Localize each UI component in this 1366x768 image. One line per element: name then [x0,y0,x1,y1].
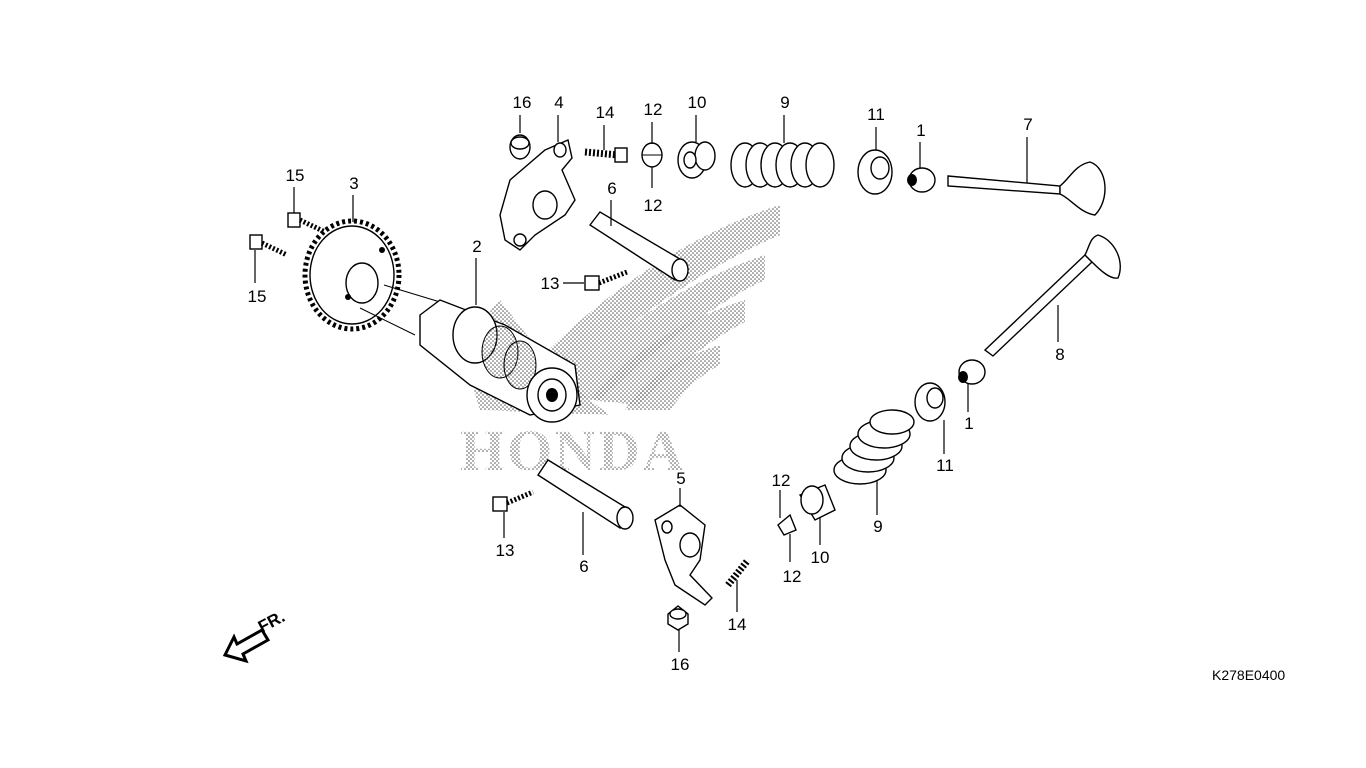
callout-12-b: 12 [644,196,663,215]
callout-10-lower: 10 [811,548,830,567]
rocker-arm-intake [499,139,576,251]
callout-14-upper: 14 [596,103,615,122]
rocker-shaft-6-lower [537,459,634,530]
leader-lines [254,115,1059,652]
spring-retainer-11-upper [857,149,893,195]
rocker-arm-exhaust [654,504,713,606]
callout-6-lower: 6 [579,557,588,576]
diagram-code: K278E0400 [1212,667,1285,683]
callout-3: 3 [349,174,358,193]
callout-10-upper: 10 [688,93,707,112]
callout-16-lower: 16 [671,655,690,674]
callout-4: 4 [554,93,563,112]
rocker-shaft-6-upper [588,211,689,282]
bolt-15-lower [249,234,289,258]
callout-13-upper: 13 [541,274,560,293]
callout-6-upper: 6 [607,179,616,198]
honda-watermark-text: HONDA [460,418,686,483]
callout-16-upper: 16 [513,93,532,112]
spring-retainer-11-lower [914,382,946,422]
adjusting-screw-14-upper [584,147,628,163]
callout-5: 5 [676,469,685,488]
callout-12-c: 12 [772,471,791,490]
callout-1-upper: 1 [916,121,925,140]
valve-spring-9-lower [833,409,915,485]
adjusting-screw-14-lower [725,557,751,588]
tappet-cap-1-upper [907,167,936,193]
valve-cotter-12-lower [777,513,797,536]
callout-15-upper: 15 [286,166,305,185]
callout-1-lower: 1 [964,414,973,433]
nut-16-upper [509,134,531,160]
valve-spring-9-upper [730,142,835,188]
callout-12-d: 12 [783,567,802,586]
callout-labels: 16 4 14 12 12 10 9 11 1 7 15 3 15 6 13 2… [248,93,1065,674]
callout-2: 2 [472,237,481,256]
valve-cotter-12-upper [641,142,663,168]
bolt-15-upper [287,212,327,235]
stem-seal-10-upper [677,141,716,179]
callout-9-upper: 9 [780,93,789,112]
callout-14-lower: 14 [728,615,747,634]
callout-13-lower: 13 [496,541,515,560]
valve-8 [983,234,1121,357]
bolt-13-lower [492,489,534,512]
front-direction-arrow [222,627,271,664]
callout-9-lower: 9 [873,517,882,536]
cam-sprocket [302,218,451,336]
callout-15-lower: 15 [248,287,267,306]
callout-7: 7 [1023,115,1032,134]
callout-12-a: 12 [644,100,663,119]
callout-11-lower: 11 [936,456,954,475]
callout-8: 8 [1055,345,1064,364]
stem-seal-10-lower [798,484,836,521]
nut-16-lower [667,605,689,631]
tappet-cap-1-lower [958,359,986,385]
bolt-13-upper [584,269,628,291]
callout-11-upper: 11 [867,105,885,124]
valve-7 [947,161,1106,216]
camshaft [419,299,581,423]
